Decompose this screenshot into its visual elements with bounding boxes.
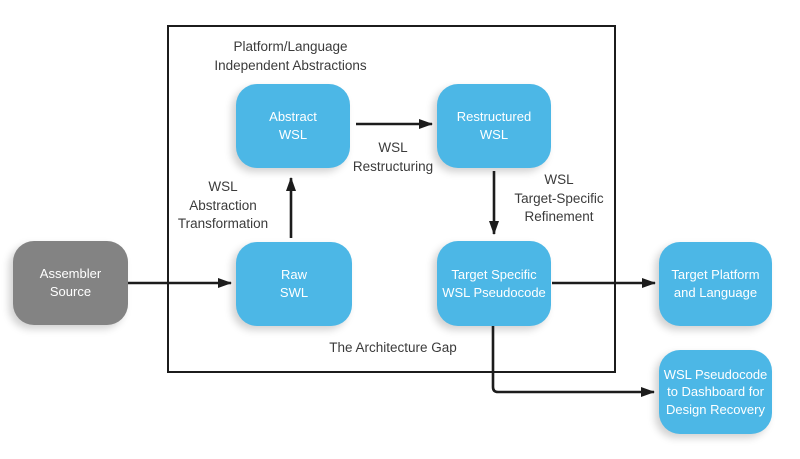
architecture-boundary-box [167,25,616,373]
node-wsl-dashboard-label: WSL Pseudocode to Dashboard for Design R… [663,366,768,417]
node-target-platform-label: Target Platform and Language [671,267,760,300]
node-abstract-wsl: Abstract WSL [236,84,350,168]
node-restructured-wsl: Restructured WSL [437,84,551,168]
edge-label-wsl-target-specific-refinement: WSL Target-Specific Refinement [514,172,604,225]
node-wsl-pseudocode-dashboard: WSL Pseudocode to Dashboard for Design R… [659,350,772,434]
boundary-caption: The Architecture Gap [329,340,457,355]
node-assembler-source-label: Assembler Source [39,266,102,299]
node-restructured-wsl-label: Restructured WSL [456,109,532,142]
edge-label-wsl-abstraction-transformation: WSL Abstraction Transformation [177,179,269,232]
node-target-specific-label: Target Specific WSL Pseudocode [442,266,546,300]
node-target-specific-wsl-pseudocode: Target Specific WSL Pseudocode [437,241,551,326]
node-raw-swl-label: Raw SWL [279,267,309,300]
edge-label-wsl-restructuring: WSL Restructuring [352,140,434,174]
node-assembler-source: Assembler Source [13,241,128,325]
boundary-title: Platform/Language Independent Abstractio… [214,39,367,73]
node-raw-swl: Raw SWL [236,242,352,326]
node-target-platform-and-language: Target Platform and Language [659,242,772,326]
node-abstract-wsl-label: Abstract WSL [269,109,317,142]
